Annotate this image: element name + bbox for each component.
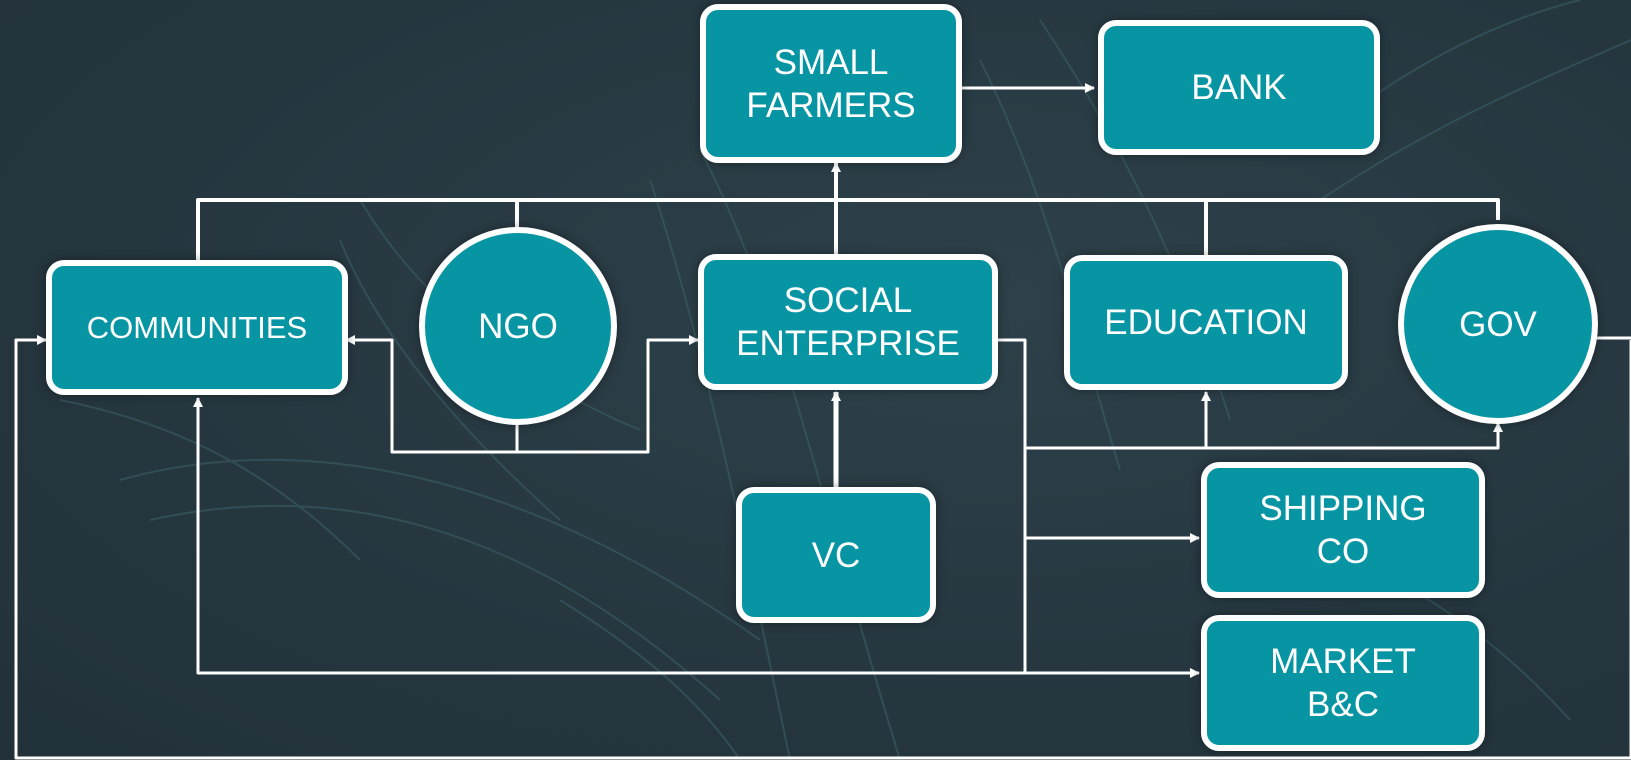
node-communities[interactable]: COMMUNITIES — [46, 260, 348, 395]
connector-se-communities — [193, 397, 1025, 675]
node-shipping-co-label: SHIPPING CO — [1259, 489, 1427, 571]
node-vc[interactable]: VC — [736, 487, 936, 623]
node-market-label: MARKET B&C — [1270, 642, 1416, 724]
node-market[interactable]: MARKET B&C — [1201, 615, 1485, 751]
connector-se-trunk — [995, 338, 1027, 673]
node-education-label: EDUCATION — [1104, 303, 1308, 342]
node-bank[interactable]: BANK — [1098, 20, 1380, 155]
node-social-enterprise-label: SOCIAL ENTERPRISE — [736, 281, 960, 363]
connector-ngo-communities — [345, 335, 519, 454]
node-shipping-co[interactable]: SHIPPING CO — [1201, 462, 1485, 598]
connector-se-education — [1025, 391, 1211, 450]
connector-ngo-se — [517, 335, 699, 454]
node-education[interactable]: EDUCATION — [1064, 255, 1348, 390]
connector-top-bus — [196, 198, 1500, 262]
node-bank-label: BANK — [1191, 68, 1287, 107]
node-gov[interactable]: GOV — [1398, 224, 1598, 424]
node-social-enterprise[interactable]: SOCIAL ENTERPRISE — [698, 254, 998, 390]
node-communities-label: COMMUNITIES — [86, 310, 308, 345]
node-ngo-label: NGO — [478, 306, 558, 346]
connector-se-gov — [1206, 422, 1503, 450]
node-ngo[interactable]: NGO — [419, 227, 617, 425]
node-small-farmers[interactable]: SMALL FARMERS — [700, 4, 962, 163]
node-vc-label: VC — [811, 535, 861, 575]
node-small-farmers-label: SMALL FARMERS — [746, 42, 916, 125]
node-gov-label: GOV — [1459, 304, 1537, 344]
